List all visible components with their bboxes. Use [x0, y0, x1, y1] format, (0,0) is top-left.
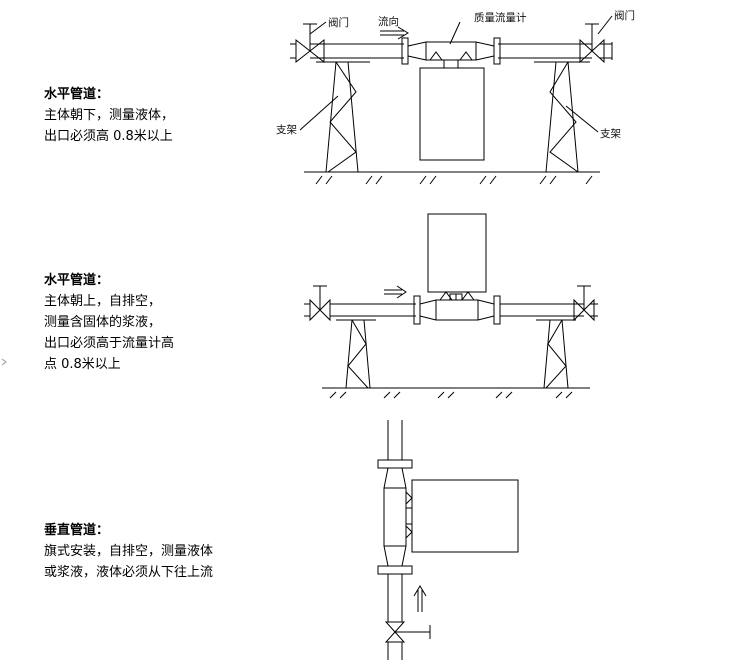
diagram-horizontal-down: 阀门 流向 质量流量计 阀门 支架 支架 — [276, 9, 635, 185]
meter-body — [419, 67, 485, 161]
support-left — [336, 315, 376, 389]
valve-right — [579, 23, 605, 64]
note-line: 出口必须高 0.8米以上 — [44, 129, 173, 144]
note-line: 旗式安装，自排空，测量液体 — [44, 544, 214, 559]
label-flow: 流向 — [378, 15, 399, 28]
note-horizontal-up: 水平管道： 主体朝上，自排空， 测量含固体的浆液， 出口必须高于流量计高 点 0… — [44, 270, 174, 375]
leader-line — [299, 95, 339, 131]
note-line: 出口必须高于流量计高 — [44, 336, 175, 351]
label-support-right: 支架 — [600, 128, 621, 140]
diagram-vertical — [377, 420, 519, 660]
note-line: 或浆液，液体必须从下往上流 — [44, 565, 214, 580]
label-meter: 质量流量计 — [474, 11, 527, 24]
pipe — [304, 303, 598, 317]
valve-right — [573, 285, 595, 322]
flow-arrow — [380, 26, 409, 40]
meter-body — [411, 479, 519, 553]
leader-line — [565, 105, 599, 133]
flange-bottom — [377, 565, 413, 575]
meter-sensor — [407, 41, 495, 69]
valve-bottom — [384, 621, 431, 643]
label-valve-right: 阀门 — [614, 9, 635, 22]
diagram-horizontal-up — [304, 213, 598, 399]
note-line: 主体朝上，自排空， — [44, 294, 162, 309]
note-title: 水平管道： — [44, 273, 110, 288]
flow-arrow — [384, 285, 407, 299]
flange — [413, 295, 421, 325]
support-right — [534, 57, 590, 173]
pipe — [290, 42, 613, 60]
flange — [401, 37, 409, 65]
flange-top — [377, 459, 413, 469]
support-left — [316, 57, 370, 173]
pipe — [387, 420, 403, 660]
leader-line — [309, 21, 327, 35]
stray-mark — [1, 358, 7, 366]
leader-line — [597, 15, 613, 35]
note-line: 测量含固体的浆液， — [44, 315, 162, 330]
ground — [304, 171, 600, 185]
ground — [322, 387, 590, 399]
note-line: 主体朝下，测量液体， — [44, 108, 175, 123]
support-right — [536, 315, 576, 389]
leader-line — [449, 21, 461, 45]
meter-sensor — [383, 467, 413, 567]
meter-sensor — [419, 291, 495, 321]
note-title: 水平管道： — [44, 87, 110, 102]
note-line: 点 0.8米以上 — [44, 357, 121, 372]
note-title: 垂直管道： — [44, 523, 110, 538]
flange — [493, 37, 501, 65]
label-support-left: 支架 — [276, 124, 297, 136]
flow-arrow-up — [413, 585, 427, 612]
label-valve-left: 阀门 — [328, 16, 349, 29]
valve-left — [295, 23, 325, 64]
note-vertical: 垂直管道： 旗式安装，自排空，测量液体 或浆液，液体必须从下往上流 — [44, 520, 213, 583]
note-horizontal-down: 水平管道： 主体朝下，测量液体， 出口必须高 0.8米以上 — [44, 84, 174, 147]
flange — [493, 295, 501, 325]
meter-body — [427, 213, 487, 293]
valve-left — [309, 285, 331, 322]
